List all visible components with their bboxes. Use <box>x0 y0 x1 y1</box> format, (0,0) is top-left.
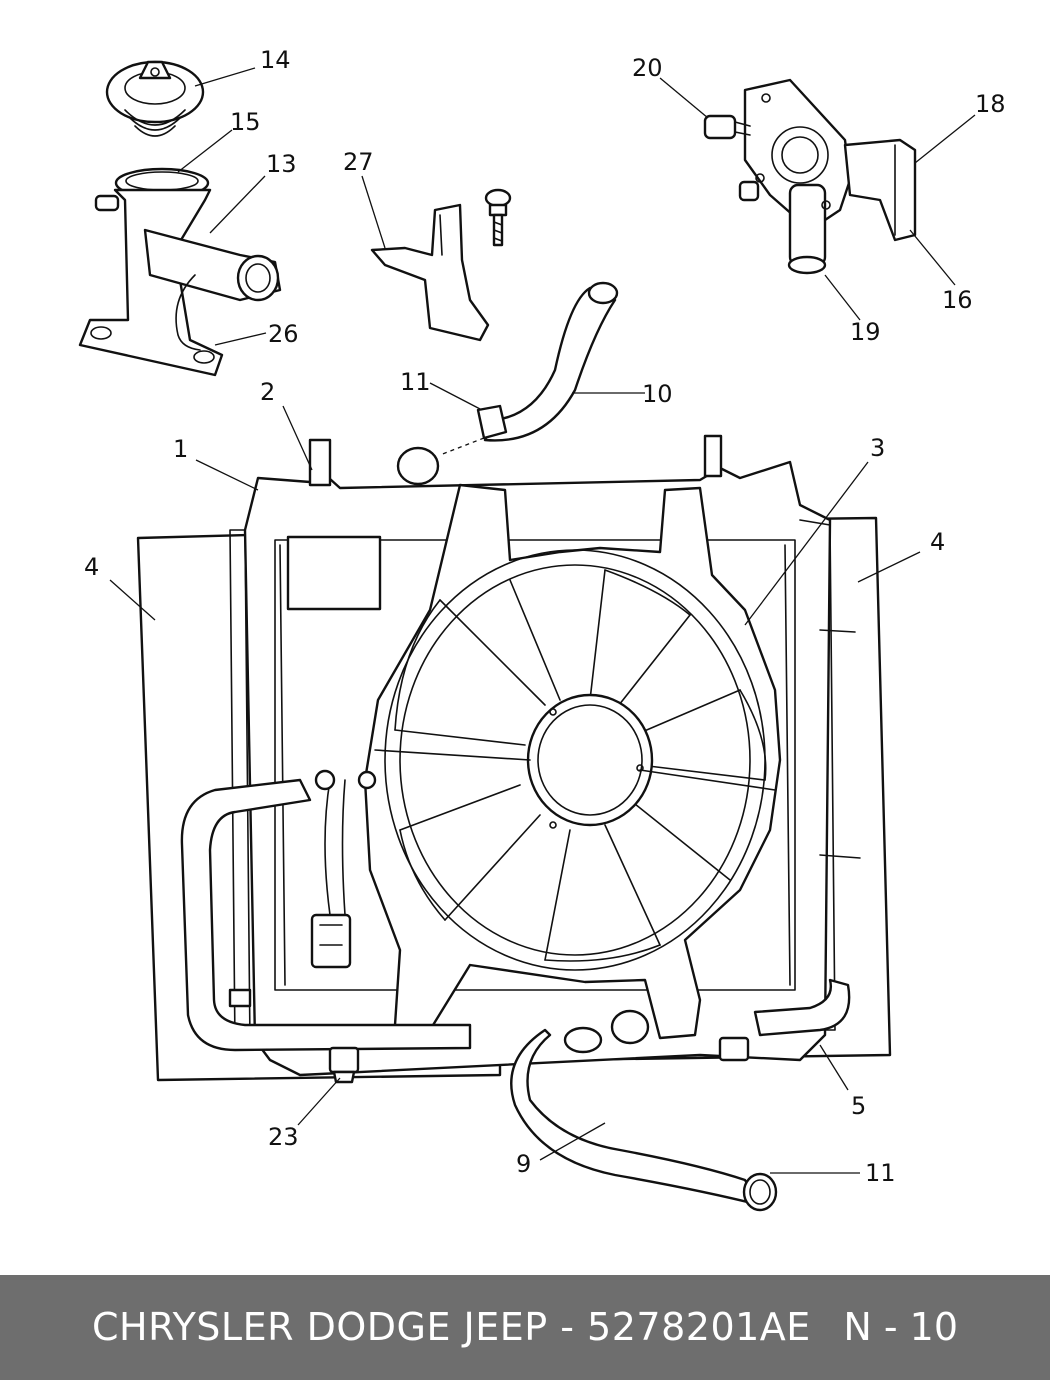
callout-1: 1 <box>173 435 188 463</box>
callout-16: 16 <box>942 286 973 314</box>
callout-3: 3 <box>870 434 885 462</box>
part-bolt <box>484 188 512 247</box>
callout-11-top: 11 <box>400 368 431 396</box>
part-outlet-cap <box>610 1009 650 1045</box>
part-filler-cap <box>396 446 440 486</box>
callout-13: 13 <box>266 150 297 178</box>
callout-9: 9 <box>516 1150 531 1178</box>
part-cooler-lines <box>180 778 851 1052</box>
callout-4-right: 4 <box>930 528 945 556</box>
callout-18: 18 <box>975 90 1006 118</box>
footer-title: CHRYSLER DODGE JEEP - 5278201AE <box>92 1305 811 1349</box>
part-water-outlet <box>703 78 917 275</box>
part-thermostat-housing <box>78 188 282 377</box>
leader-lines <box>109 67 976 1174</box>
callout-27: 27 <box>343 148 374 176</box>
part-upper-hose <box>439 281 619 456</box>
callout-4-left: 4 <box>84 553 99 581</box>
callout-11-bottom: 11 <box>865 1159 896 1187</box>
part-bracket <box>370 203 490 342</box>
footer-band: CHRYSLER DODGE JEEP - 5278201AE N - 10 <box>0 1275 1050 1380</box>
callout-14: 14 <box>260 46 291 74</box>
part-wire-harness <box>310 769 377 969</box>
part-lower-hose <box>510 1026 778 1212</box>
part-fan-shroud <box>363 483 782 1040</box>
callout-20: 20 <box>632 54 663 82</box>
callout-10: 10 <box>642 380 673 408</box>
callout-23: 23 <box>268 1123 299 1151</box>
callout-5: 5 <box>851 1092 866 1120</box>
callout-26: 26 <box>268 320 299 348</box>
callout-19: 19 <box>850 318 881 346</box>
footer-page-number: N - 10 <box>843 1305 958 1349</box>
part-sensor-wire <box>175 274 201 351</box>
part-thermostat <box>105 60 205 137</box>
callout-2: 2 <box>260 378 275 406</box>
callout-15: 15 <box>230 108 261 136</box>
parts-diagram: 1 2 3 4 4 5 9 10 11 11 13 14 15 16 18 19… <box>78 46 1006 1212</box>
